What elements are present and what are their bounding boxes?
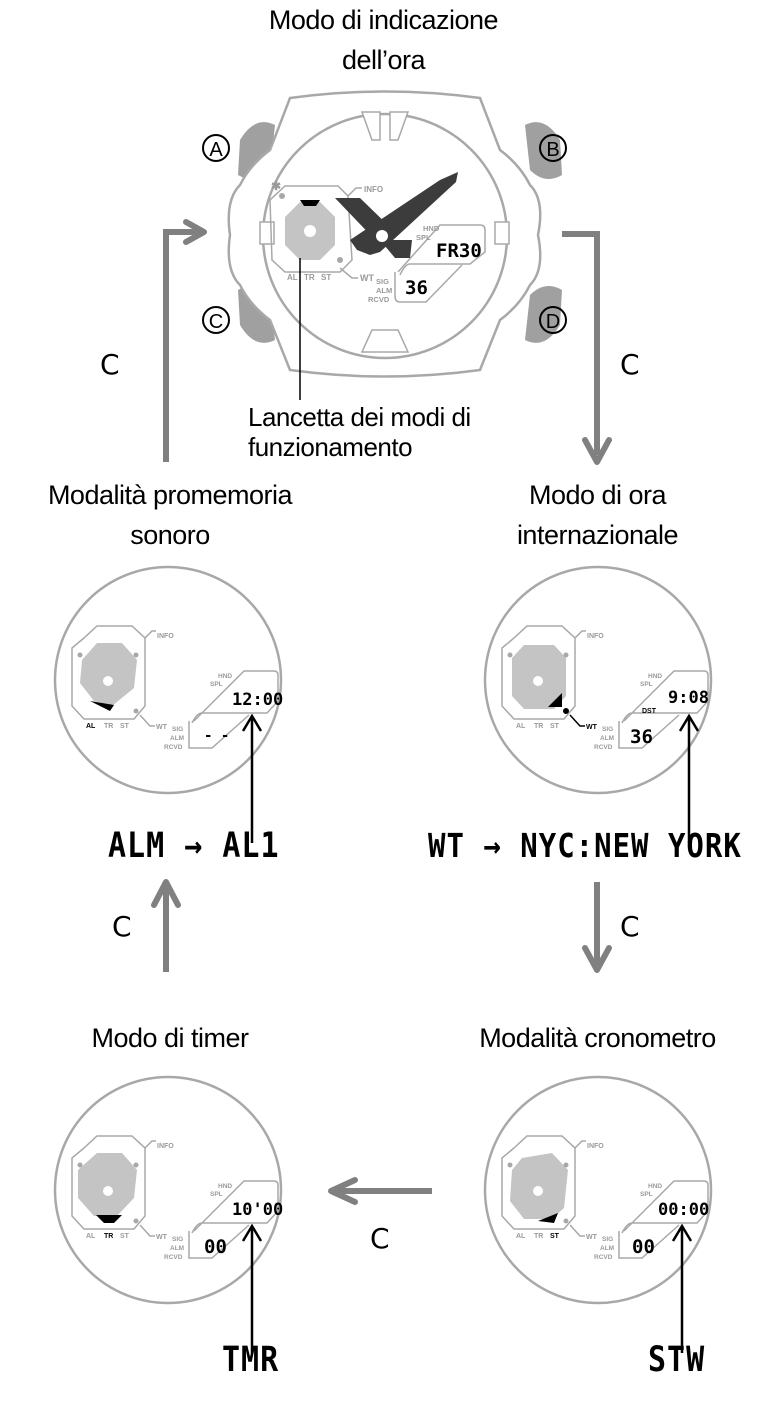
svg-text:INFO: INFO: [587, 633, 604, 640]
label-tr: TR: [304, 273, 315, 282]
main-mode-title: Modo di indicazione dell’ora: [200, 0, 567, 80]
bluetooth-icon: ✱: [271, 179, 281, 193]
svg-text:SPL: SPL: [640, 681, 653, 688]
svg-text:TR: TR: [104, 723, 113, 730]
c-label-bottom: C: [370, 1222, 390, 1255]
svg-text:SIG: SIG: [602, 726, 613, 733]
svg-text:RCVD: RCVD: [594, 1254, 613, 1261]
stopwatch-watch-face: INFO WT AL TR ST HND SPL SIG ALM RCVD 00…: [483, 1075, 713, 1353]
timer-display-top: 10'00: [232, 1200, 283, 1220]
mode-hand-label: Lancetta dei modi di funzionamento: [248, 402, 471, 462]
svg-text:DST: DST: [642, 708, 657, 715]
svg-text:ST: ST: [120, 723, 130, 730]
svg-text:ST: ST: [550, 723, 560, 730]
label-st: ST: [321, 273, 331, 282]
timer-mode-code: TMR: [222, 1340, 280, 1381]
svg-text:ALM: ALM: [600, 1245, 614, 1252]
svg-text:ALM: ALM: [170, 735, 184, 742]
svg-text:ST: ST: [120, 1233, 130, 1240]
stopwatch-display-top: 00:00: [658, 1200, 709, 1220]
svg-text:ST: ST: [550, 1233, 560, 1240]
svg-text:AL: AL: [86, 1233, 96, 1240]
worldtime-mode-title-line2: internazionale: [516, 520, 679, 550]
main-mode-title-line1: Modo di indicazione: [268, 5, 499, 35]
svg-text:WT: WT: [586, 1234, 598, 1241]
label-rcvd: RCVD: [368, 295, 390, 304]
main-mode-title-line2: dell’ora: [341, 45, 426, 75]
button-c-label: C: [209, 311, 223, 333]
c-label-left-top: C: [100, 348, 120, 381]
svg-text:HND: HND: [218, 1183, 232, 1190]
svg-text:ALM: ALM: [600, 735, 614, 742]
worldtime-display-bottom: 36: [630, 726, 653, 748]
button-d-label: D: [546, 311, 560, 333]
timer-mode-title: Modo di timer: [91, 1023, 249, 1053]
button-d-shape: [525, 286, 562, 343]
svg-text:SPL: SPL: [210, 1191, 223, 1198]
mode-hand-label-line2: funzionamento: [248, 432, 413, 462]
c-label-left-mid: C: [112, 910, 132, 943]
worldtime-mode-title: Modo di ora internazionale: [460, 475, 735, 555]
svg-text:AL: AL: [516, 1233, 526, 1240]
svg-text:INFO: INFO: [587, 1143, 604, 1150]
main-display-top: FR30: [436, 240, 482, 262]
svg-text:HND: HND: [218, 673, 232, 680]
svg-text:SIG: SIG: [172, 1236, 183, 1243]
alarm-watch-face: INFO WT AL TR ST HND SPL SIG ALM RCVD 12…: [53, 565, 283, 843]
svg-text:WT: WT: [156, 724, 168, 731]
svg-text:SPL: SPL: [640, 1191, 653, 1198]
mode-hand-label-line1: Lancetta dei modi di: [248, 402, 471, 432]
svg-text:WT: WT: [156, 1234, 168, 1241]
svg-text:HND: HND: [648, 1183, 662, 1190]
svg-text:AL: AL: [86, 723, 96, 730]
svg-text:WT: WT: [586, 724, 598, 731]
main-display-bottom: 36: [405, 277, 428, 299]
worldtime-mode-code: WT → NYC:NEW YORK: [428, 826, 742, 866]
svg-text:RCVD: RCVD: [164, 1254, 183, 1261]
svg-text:INFO: INFO: [157, 1143, 174, 1150]
arrow-main-to-worldtime: [562, 231, 600, 455]
svg-text:ALM: ALM: [170, 1245, 184, 1252]
label-info: INFO: [364, 185, 383, 194]
c-label-right-mid: C: [620, 910, 640, 943]
svg-text:RCVD: RCVD: [164, 744, 183, 751]
stopwatch-display-bottom: 00: [632, 1236, 655, 1258]
svg-text:AL: AL: [516, 723, 526, 730]
svg-text:RCVD: RCVD: [594, 744, 613, 751]
svg-text:TR: TR: [104, 1233, 113, 1240]
svg-text:INFO: INFO: [157, 633, 174, 640]
label-wt: WT: [360, 273, 374, 283]
svg-text:SPL: SPL: [210, 681, 223, 688]
label-sig: SIG: [376, 277, 389, 286]
label-alm: ALM: [376, 286, 392, 295]
arrow-alarm-to-main: [163, 229, 200, 462]
svg-text:TR: TR: [534, 1233, 543, 1240]
worldtime-watch-face: INFO WT AL TR ST HND SPL DST SIG ALM RCV…: [483, 565, 713, 843]
alarm-mode-title: Modalità promemoria sonoro: [20, 475, 320, 555]
svg-text:SIG: SIG: [602, 1236, 613, 1243]
timer-watch-face: INFO WT AL TR ST HND SPL SIG ALM RCVD 10…: [53, 1075, 283, 1353]
label-al: AL: [287, 273, 298, 282]
svg-text:TR: TR: [534, 723, 543, 730]
button-b-shape: [525, 122, 562, 179]
button-b-label: B: [546, 139, 559, 161]
c-label-right-top: C: [620, 348, 640, 381]
button-a-label: A: [209, 139, 223, 161]
worldtime-mode-title-line1: Modo di ora: [528, 480, 667, 510]
timer-display-bottom: 00: [204, 1236, 227, 1258]
svg-text:HND: HND: [648, 673, 662, 680]
alarm-display-top: 12:00: [232, 690, 283, 710]
svg-text:SIG: SIG: [172, 726, 183, 733]
alarm-mode-code: ALM → AL1: [108, 826, 280, 867]
stopwatch-mode-code: STW: [648, 1340, 706, 1381]
alarm-display-bottom: - -: [204, 728, 229, 744]
alarm-mode-title-line2: sonoro: [130, 520, 210, 550]
alarm-mode-title-line1: Modalità promemoria: [47, 480, 293, 510]
stopwatch-mode-title: Modalità cronometro: [479, 1023, 716, 1053]
worldtime-display-top: 9:08: [668, 688, 709, 708]
label-spl: SPL: [416, 233, 431, 242]
label-hnd: HND: [423, 224, 440, 233]
